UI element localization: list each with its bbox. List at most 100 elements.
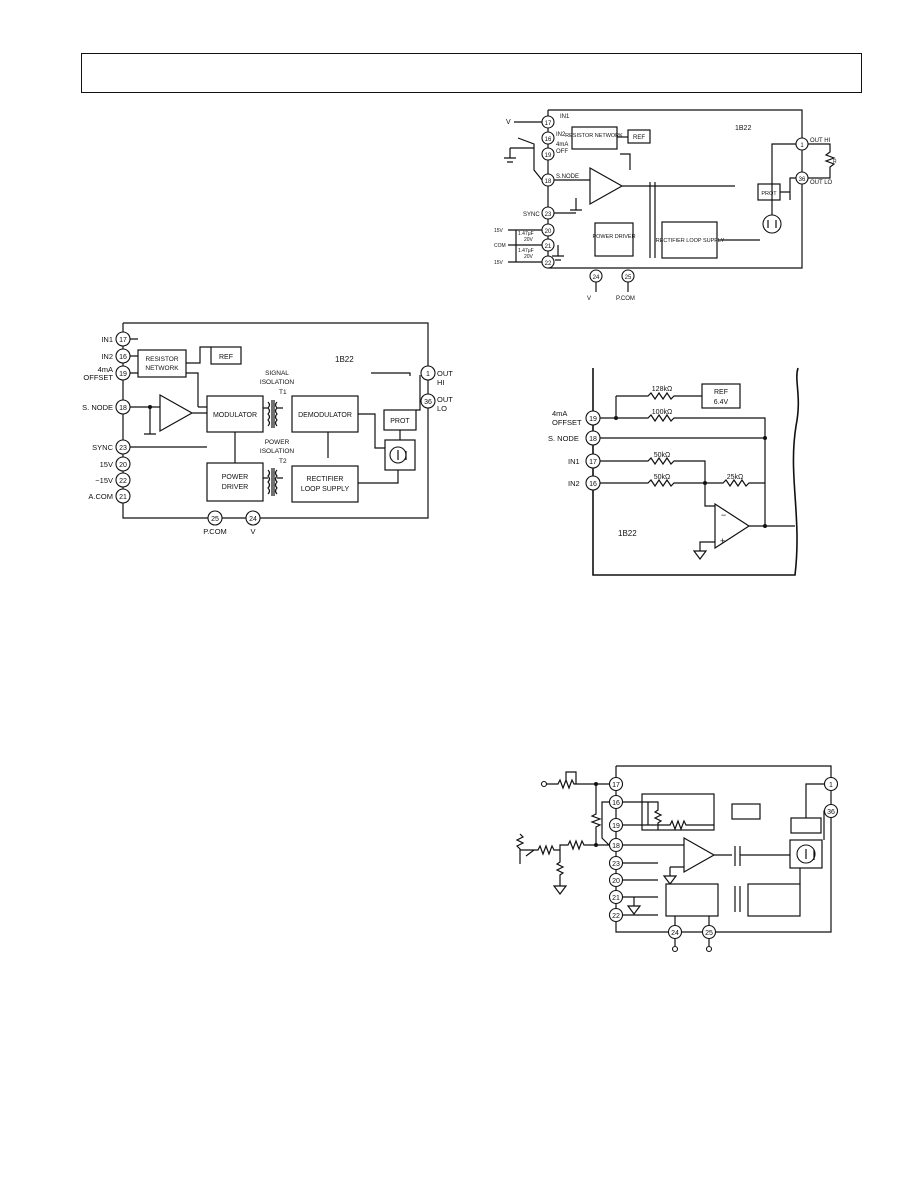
res-r4: 50kΩ — [654, 474, 671, 481]
pin-18-num: 18 — [612, 843, 620, 850]
pin-22-num: 22 — [612, 913, 620, 920]
label-pcom: P.COM — [203, 527, 227, 536]
pin-17-num: 17 — [545, 121, 552, 127]
figure-block-diagram: 17 16 19 18 23 20 22 21 IN1 IN2 4mA OFFS… — [82, 322, 453, 536]
ref-block — [210, 346, 242, 365]
pin-19 — [541, 147, 555, 161]
pin-16 — [541, 131, 555, 145]
power-driver-b: DRIVER — [222, 484, 248, 491]
current-source — [762, 214, 782, 234]
label-cap2v: 20V — [524, 254, 534, 260]
power-driver-label: POWER DRIVER — [592, 234, 635, 240]
label-m15: −15V — [95, 476, 113, 485]
pin-24 — [667, 924, 683, 940]
label-cap1: 1.47μF — [518, 231, 534, 237]
ref-block — [731, 803, 761, 820]
pow-iso-b: ISOLATION — [260, 448, 294, 455]
label-out-lo: OUT LO — [810, 180, 833, 186]
pin-19-num: 19 — [545, 153, 552, 159]
label-p15: 15V — [494, 228, 504, 234]
rectifier-block — [747, 883, 801, 917]
res-r2: 100kΩ — [652, 409, 672, 416]
out-lo-b: LO — [437, 404, 447, 413]
pin-36-num: 36 — [827, 809, 835, 816]
ref-label: REF — [219, 354, 233, 361]
module-outline — [592, 367, 800, 576]
pin-25 — [701, 924, 717, 940]
part-label: 1B22 — [618, 529, 637, 538]
pin-36-num: 36 — [799, 177, 806, 183]
modulator-block — [206, 395, 264, 433]
sig-iso-b: ISOLATION — [260, 379, 294, 386]
resnet-label: RESISTOR NETWORK — [565, 133, 623, 139]
pin-23-num: 23 — [612, 861, 620, 868]
op-amp — [589, 166, 624, 206]
rectifier-label: RECTIFIER LOOP SUPPLY — [656, 238, 725, 244]
label-in2: IN2 — [101, 352, 113, 361]
prot-label: PROT — [761, 191, 777, 197]
left-pins: 17 16 19 18 23 20 22 21 — [115, 331, 131, 504]
label-snode: S. NODE — [548, 434, 579, 443]
op-amp — [159, 393, 194, 433]
pin-23-num: 23 — [119, 445, 127, 452]
pin-16-num: 16 — [119, 354, 127, 361]
pin-24-num: 24 — [671, 930, 679, 937]
label-m15: 15V — [494, 260, 504, 266]
pin-22-num: 22 — [545, 261, 552, 267]
label-snode: S. NODE — [82, 403, 113, 412]
pin-20-num: 20 — [545, 229, 552, 235]
label-in1: IN1 — [568, 457, 580, 466]
label-p15: 15V — [100, 460, 113, 469]
label-out-hi: OUT HI — [810, 138, 831, 144]
label-4ma-a: 4mA — [556, 142, 568, 148]
power-driver-a: POWER — [222, 474, 248, 481]
rectifier-block — [291, 465, 359, 503]
op-amp — [683, 836, 716, 874]
resistor-network-block — [137, 349, 187, 378]
label-vsup: V — [587, 296, 591, 302]
res-r1: 128kΩ — [652, 386, 672, 393]
label-in1: IN1 — [101, 335, 113, 344]
label-in1: IN1 — [560, 114, 570, 120]
plus-sign: + — [720, 536, 725, 546]
out-hi-b: HI — [437, 378, 445, 387]
label-vin: V — [506, 119, 511, 126]
pin-24-num: 24 — [593, 275, 600, 281]
left-pins: 17 16 19 18 23 20 21 22 — [608, 776, 624, 923]
pin-17-num: 17 — [589, 459, 597, 466]
figure-input-network: 19 18 17 16 4mA OFFSET S. NODE IN1 IN2 R… — [548, 367, 800, 576]
rectifier-block — [661, 221, 718, 259]
pin-20-num: 20 — [119, 462, 127, 469]
out-hi-a: OUT — [437, 369, 453, 378]
sig-iso-a: SIGNAL — [265, 370, 289, 377]
res-r3: 50kΩ — [654, 452, 671, 459]
pin-18-num: 18 — [545, 179, 552, 185]
pin-17-num: 17 — [612, 782, 620, 789]
label-sync: SYNC — [92, 443, 113, 452]
label-com: COM — [494, 243, 506, 249]
pin-25-num: 25 — [211, 516, 219, 523]
pin-36-num: 36 — [424, 399, 432, 406]
pin-36 — [823, 803, 839, 819]
pin-36 — [420, 393, 436, 409]
t1-label: T1 — [279, 389, 287, 396]
pin-1 — [420, 365, 436, 381]
demodulator-block — [291, 395, 359, 433]
pin-25-num: 25 — [705, 930, 713, 937]
label-rload: R — [833, 159, 837, 165]
pin-24-num: 24 — [249, 516, 257, 523]
pin-20-num: 20 — [612, 878, 620, 885]
modulator-label: MODULATOR — [213, 412, 257, 419]
pin-1 — [823, 776, 839, 792]
part-label: 1B22 — [735, 125, 751, 132]
rectifier-b: LOOP SUPPLY — [301, 486, 350, 493]
label-4ma-b: OFFSET — [83, 373, 113, 382]
part-label: 1B22 — [335, 355, 354, 364]
pin-24 — [245, 510, 261, 526]
pin-22-num: 22 — [119, 478, 127, 485]
minus-sign: − — [721, 510, 726, 520]
pow-iso-a: POWER — [265, 439, 290, 446]
rectifier-a: RECTIFIER — [307, 476, 344, 483]
pin-19-num: 19 — [612, 823, 620, 830]
pin-19-num: 19 — [589, 416, 597, 423]
